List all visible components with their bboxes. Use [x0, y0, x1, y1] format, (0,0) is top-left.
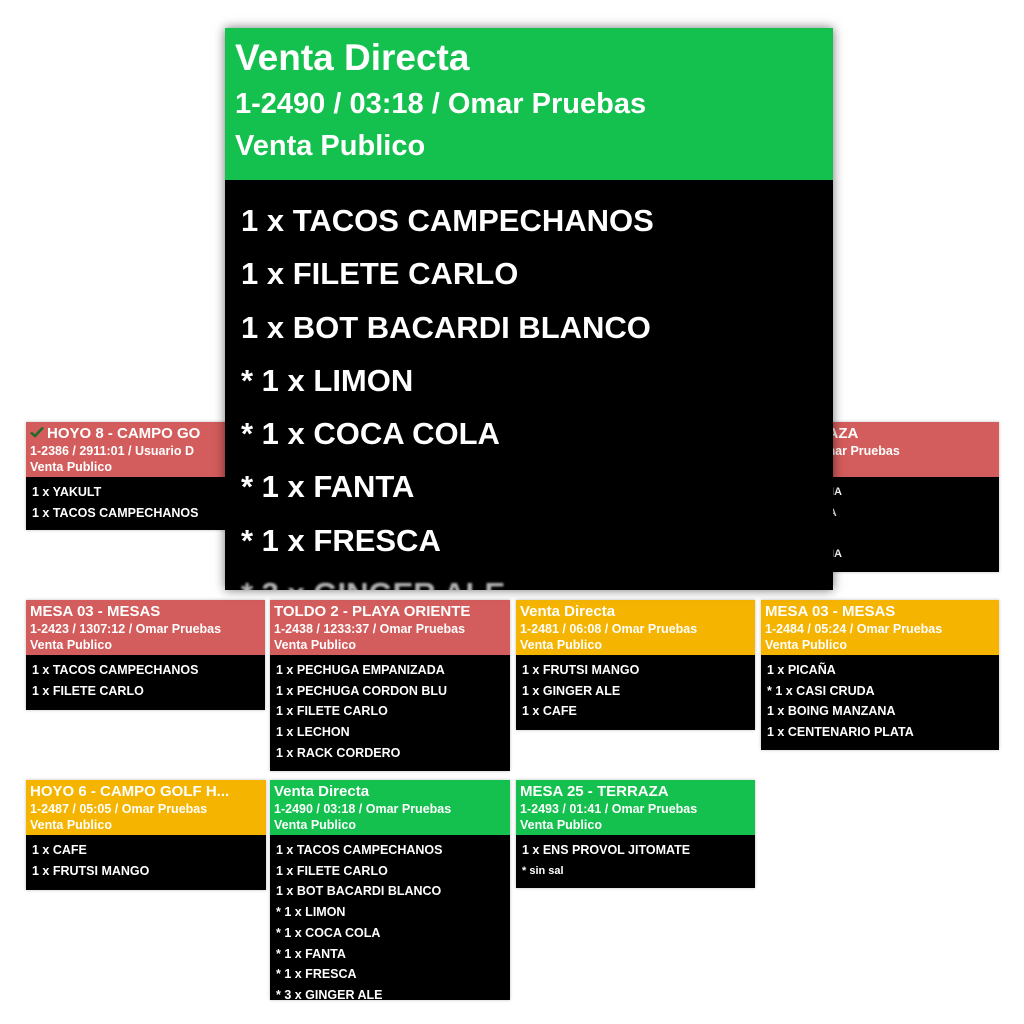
- ticket-header: MESA 25 - TERRAZA 1-2493 / 01:41 / Omar P…: [516, 780, 755, 835]
- ticket-items: 1 x ENS PROVOL JITOMATE * sin sal: [516, 835, 755, 885]
- ticket-meta: 1-2438 / 1233:37 / Omar Pruebas: [274, 622, 466, 636]
- zoomed-order-ticket[interactable]: Venta Directa 1-2490 / 03:18 / Omar Prue…: [225, 28, 833, 590]
- ticket-item: 1 x TACOS CAMPECHANOS: [32, 663, 199, 677]
- ticket-title-text: TOLDO 2 - PLAYA ORIENTE: [274, 603, 471, 620]
- ticket-item: * 1 x FANTA: [276, 946, 346, 961]
- ticket-title: HOYO 6 - CAMPO GOLF H...: [30, 782, 262, 801]
- ticket-type: Venta Publico: [30, 818, 112, 832]
- ticket-header: MESA 03 - MESAS 1-2423 / 1307:12 / Omar P…: [26, 600, 265, 655]
- order-ticket[interactable]: MESA 25 - TERRAZA 1-2493 / 01:41 / Omar P…: [516, 780, 755, 888]
- ticket-items: 1 x TACOS CAMPECHANOS 1 x FILETE CARLO 1 x…: [270, 835, 510, 1000]
- ticket-title: Venta Directa: [520, 602, 751, 621]
- ticket-item: * 1 x CASI CRUDA: [767, 683, 875, 698]
- ticket-title: HOYO 8 - CAMPO GO: [30, 424, 262, 443]
- order-ticket[interactable]: Venta Directa 1-2481 / 06:08 / Omar Prueb…: [516, 600, 755, 730]
- ticket-header: Venta Directa 1-2481 / 06:08 / Omar Prueb…: [516, 600, 755, 655]
- zoomed-ticket-title: Venta Directa: [235, 37, 470, 78]
- ticket-item: 1 x PECHUGA CORDON BLU: [276, 683, 448, 698]
- ticket-title: MESA 03 - MESAS: [30, 602, 261, 621]
- ticket-item: 1 x FRUTSI MANGO: [522, 663, 640, 677]
- ticket-header: TOLDO 2 - PLAYA ORIENTE 1-2438 / 1233:37 …: [270, 600, 510, 655]
- ticket-item: 1 x ENS PROVOL JITOMATE: [522, 843, 691, 857]
- ticket-meta: 1-2493 / 01:41 / Omar Pruebas: [520, 802, 698, 816]
- ticket-item: 1 x PICAÑA: [767, 663, 836, 677]
- ticket-title-text: MESA 25 - TERRAZA: [520, 783, 669, 800]
- ticket-item: 1 x FILETE CARLO: [276, 863, 388, 878]
- zoomed-ticket-meta: 1-2490 / 03:18 / Omar Pruebas: [235, 88, 647, 120]
- ticket-item: 1 x RACK CORDERO: [276, 745, 401, 760]
- ticket-header: MESA 03 - MESAS 1-2484 / 05:24 / Omar Pru…: [761, 600, 999, 655]
- ticket-meta: 1-2423 / 1307:12 / Omar Pruebas: [30, 622, 222, 636]
- ticket-item: 1 x BOT BACARDI BLANCO: [276, 884, 442, 899]
- zoomed-ticket-item: 1 x TACOS CAMPECHANOS: [241, 203, 654, 238]
- ticket-item: * 1 x FRESCA: [276, 967, 357, 982]
- ticket-header: HOYO 6 - CAMPO GOLF H... 1-2487 / 05:05 /…: [26, 780, 266, 835]
- ticket-item: 1 x CAFE: [32, 843, 87, 857]
- ticket-title-text: MESA 03 - MESAS: [765, 603, 896, 620]
- ticket-item: 1 x FRUTSI MANGO: [32, 863, 150, 878]
- ticket-meta: 1-2386 / 2911:01 / Usuario D: [30, 444, 194, 458]
- ticket-item: 1 x TACOS CAMPECHANOS: [276, 843, 443, 857]
- ticket-item: 1 x PECHUGA EMPANIZADA: [276, 663, 445, 677]
- ticket-item: * 1 x LIMON: [276, 905, 346, 920]
- ticket-type: Venta Publico: [274, 638, 356, 652]
- ticket-title: TOLDO 2 - PLAYA ORIENTE: [274, 602, 506, 621]
- ticket-item: * sin sal: [522, 864, 564, 877]
- ticket-item: 1 x CENTENARIO PLATA: [767, 725, 914, 740]
- ticket-item: * 1 x COCA COLA: [276, 925, 381, 940]
- zoomed-ticket-item: * 1 x FANTA: [241, 469, 415, 505]
- ticket-item: 1 x GINGER ALE: [522, 683, 621, 698]
- order-ticket[interactable]: MESA 03 - MESAS 1-2484 / 05:24 / Omar Pru…: [761, 600, 999, 750]
- zoomed-ticket-items: 1 x TACOS CAMPECHANOS 1 x FILETE CARLO 1 x…: [225, 180, 833, 590]
- order-ticket[interactable]: TOLDO 2 - PLAYA ORIENTE 1-2438 / 1233:37 …: [270, 600, 510, 771]
- ticket-item: 1 x FILETE CARLO: [32, 683, 144, 698]
- ticket-type: Venta Publico: [274, 818, 356, 832]
- ticket-items: 1 x CAFE 1 x FRUTSI MANGO: [26, 835, 266, 885]
- ticket-meta: 1-2490 / 03:18 / Omar Pruebas: [274, 802, 452, 816]
- ticket-item: 1 x BOING MANZANA: [767, 704, 896, 719]
- ticket-title: MESA 25 - TERRAZA: [520, 782, 751, 801]
- ticket-type: Venta Publico: [520, 638, 602, 652]
- ticket-item: 1 x LECHON: [276, 725, 350, 740]
- ticket-type: Venta Publico: [520, 818, 602, 832]
- zoomed-ticket-item: 1 x FILETE CARLO: [241, 256, 519, 292]
- zoomed-ticket-item: * 3 x GINGER ALE: [241, 567, 817, 590]
- ticket-type: Venta Publico: [30, 638, 112, 652]
- zoomed-ticket-header: Venta Directa 1-2490 / 03:18 / Omar Prue…: [225, 28, 833, 180]
- ticket-item: 1 x FILETE CARLO: [276, 704, 388, 719]
- order-ticket[interactable]: HOYO 6 - CAMPO GOLF H... 1-2487 / 05:05 /…: [26, 780, 266, 890]
- ticket-title-text: MESA 03 - MESAS: [30, 603, 161, 620]
- checkmark-icon: [30, 424, 44, 443]
- ticket-title-text: Venta Directa: [274, 783, 370, 800]
- ticket-meta: 1-2487 / 05:05 / Omar Pruebas: [30, 802, 208, 816]
- ticket-header: Venta Directa 1-2490 / 03:18 / Omar Prueb…: [270, 780, 510, 835]
- ticket-items: 1 x PECHUGA EMPANIZADA 1 x PECHUGA CORDON…: [270, 655, 510, 768]
- ticket-title: MESA 03 - MESAS: [765, 602, 995, 621]
- ticket-title-text: Venta Directa: [520, 603, 616, 620]
- ticket-title: Venta Directa: [274, 782, 506, 801]
- zoomed-ticket-type: Venta Publico: [235, 130, 426, 162]
- ticket-items: 1 x TACOS CAMPECHANOS 1 x FILETE CARLO: [26, 655, 265, 705]
- ticket-item: 1 x TACOS CAMPECHANOS: [32, 505, 199, 520]
- ticket-type: Venta Publico: [765, 638, 847, 652]
- ticket-title-text: HOYO 6 - CAMPO GOLF H...: [30, 783, 230, 800]
- zoomed-ticket-item: * 1 x COCA COLA: [241, 416, 500, 452]
- ticket-items: 1 x FRUTSI MANGO 1 x GINGER ALE 1 x CAFE: [516, 655, 755, 726]
- zoomed-ticket-item: * 1 x FRESCA: [241, 522, 441, 558]
- zoomed-ticket-item: 1 x BOT BACARDI BLANCO: [241, 309, 651, 345]
- ticket-items: 1 x YAKULT 1 x TACOS CAMPECHANOS: [26, 477, 266, 527]
- order-ticket[interactable]: Venta Directa 1-2490 / 03:18 / Omar Prueb…: [270, 780, 510, 1000]
- zoomed-ticket-item: * 1 x LIMON: [241, 362, 414, 398]
- order-ticket[interactable]: MESA 03 - MESAS 1-2423 / 1307:12 / Omar P…: [26, 600, 265, 710]
- ticket-type: Venta Publico: [30, 460, 112, 474]
- ticket-item: 1 x YAKULT: [32, 485, 102, 499]
- ticket-items: 1 x PICAÑA * 1 x CASI CRUDA 1 x BOING MANZ…: [761, 655, 999, 747]
- ticket-item: 1 x CAFE: [522, 704, 577, 719]
- ticket-item: * 3 x GINGER ALE: [276, 987, 383, 1000]
- ticket-meta: 1-2481 / 06:08 / Omar Pruebas: [520, 622, 698, 636]
- ticket-meta: 1-2484 / 05:24 / Omar Pruebas: [765, 622, 943, 636]
- ticket-title-text: HOYO 8 - CAMPO GO: [47, 425, 201, 442]
